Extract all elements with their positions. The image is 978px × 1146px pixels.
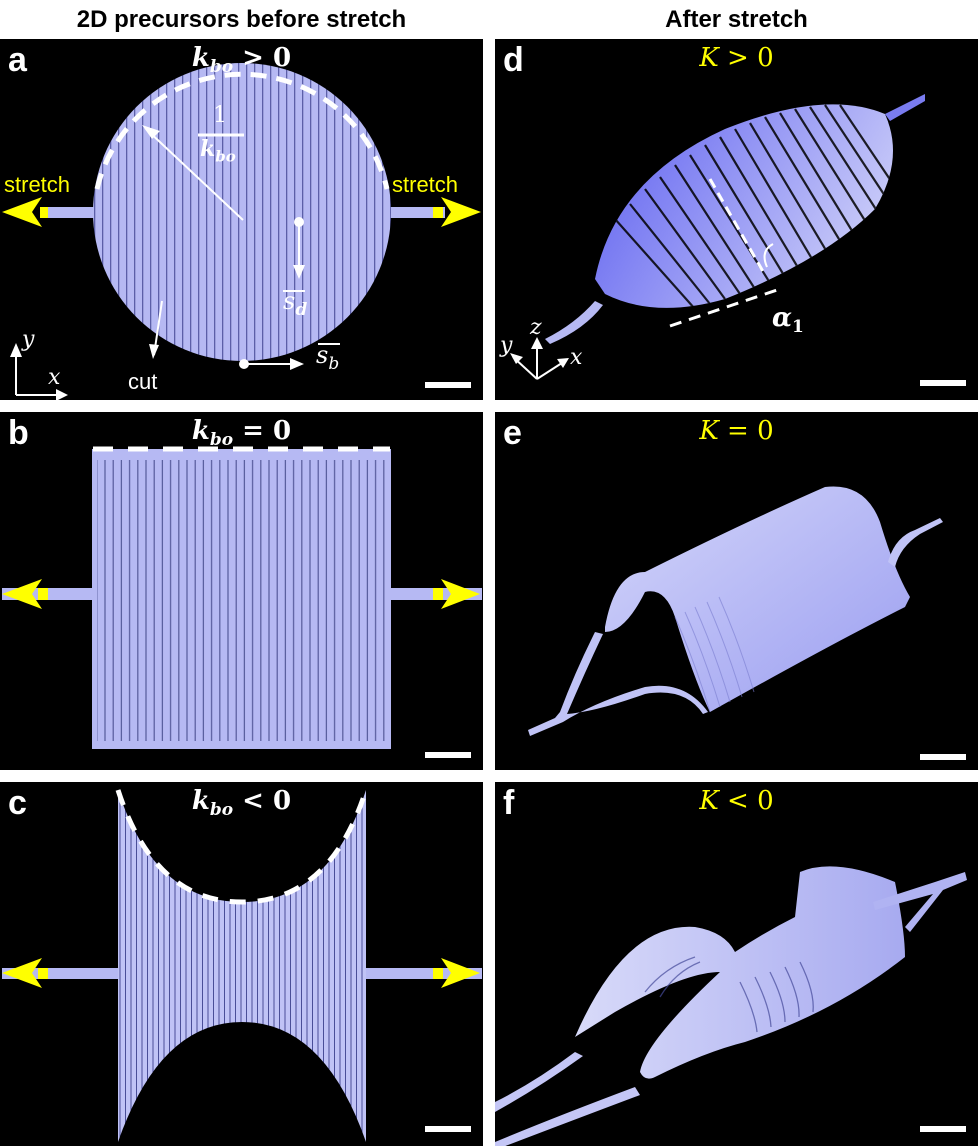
- radius-denominator: kbo: [200, 136, 236, 166]
- condition-label-d: K > 0: [699, 43, 774, 73]
- axis-y-label: y: [500, 333, 513, 358]
- cut-label: cut: [128, 369, 158, 394]
- axis-z-label: z: [530, 315, 542, 340]
- scale-bar: [920, 380, 966, 386]
- sd-label: sd: [283, 287, 308, 320]
- panel-c: c kbo < 0: [0, 782, 483, 1146]
- scale-bar: [425, 1126, 471, 1132]
- condition-label-a: kbo > 0: [191, 43, 292, 78]
- scale-bar: [920, 1126, 966, 1132]
- panel-a: a kbo > 0 stretch stretch 1 kbo sd sb cu…: [0, 39, 483, 400]
- panel-label-c: c: [8, 784, 27, 822]
- radius-numerator: 1: [213, 103, 227, 128]
- axis-y-label: y: [22, 327, 35, 352]
- condition-label-c: kbo < 0: [191, 786, 292, 821]
- condition-label-e: K = 0: [699, 416, 774, 446]
- circular-precursor-illustration: [2, 63, 481, 400]
- panel-label-e: e: [503, 414, 522, 452]
- condition-label-b: kbo = 0: [191, 416, 292, 451]
- cylinder-structure-illustration: [528, 486, 943, 736]
- stretch-label-left: stretch: [4, 172, 71, 197]
- panel-e: e K = 0: [495, 412, 978, 770]
- dome-structure-illustration: [510, 94, 925, 380]
- panel-label-a: a: [8, 41, 27, 79]
- scale-bar: [920, 754, 966, 760]
- panel-d: d K > 0 α1 z y x: [495, 39, 978, 400]
- panel-label-f: f: [503, 784, 515, 822]
- saddle-precursor-illustration: [2, 789, 482, 1142]
- square-precursor-illustration: [2, 446, 482, 749]
- angle-alpha1-label: α1: [772, 303, 804, 338]
- panel-label-b: b: [8, 414, 29, 452]
- panel-f: f K < 0: [495, 782, 978, 1146]
- left-column-title: 2D precursors before stretch: [76, 6, 407, 33]
- condition-label-f: K < 0: [699, 786, 774, 816]
- sb-label: sb: [316, 341, 340, 374]
- stretch-label-right: stretch: [392, 172, 459, 197]
- saddle-structure-illustration: [495, 866, 967, 1146]
- panel-b: b kbo = 0: [0, 412, 483, 770]
- panel-label-d: d: [503, 41, 524, 79]
- scale-bar: [425, 382, 471, 388]
- right-column-title: After stretch: [665, 6, 808, 33]
- scale-bar: [425, 752, 471, 758]
- axis-x-label: x: [48, 365, 61, 390]
- axis-x-label: x: [570, 345, 583, 370]
